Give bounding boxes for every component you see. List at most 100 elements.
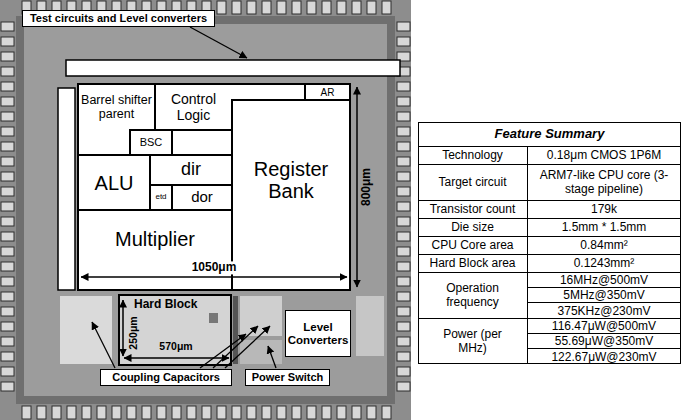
block-label: Level Converters [288, 321, 349, 346]
table-cell: 116.47μW@500mV [527, 319, 681, 334]
bond-pad [37, 406, 46, 419]
dimension-label: 800μm [360, 166, 373, 208]
bond-pad [292, 1, 301, 14]
block-label: etd [155, 193, 166, 202]
bond-pad [397, 172, 410, 181]
dimension-arrow [81, 276, 347, 278]
bond-pad [397, 352, 410, 361]
bond-pad [1, 232, 14, 241]
bond-pad [397, 247, 410, 256]
cpu-core-outline [78, 84, 350, 290]
table-cell: 0.1243mm² [527, 255, 681, 272]
floorplan-block: etd [151, 186, 171, 209]
block-label: Multiplier [115, 228, 195, 250]
table-cell: ARM7-like CPU core (3-stage pipeline) [527, 165, 681, 200]
bond-pad [1, 262, 14, 271]
label-text: Power (per MHz) [436, 328, 509, 354]
block-label: Power Switch [252, 371, 324, 383]
bond-pad [367, 1, 376, 14]
floorplan-block: dor [173, 186, 231, 209]
bond-pad [1, 82, 14, 91]
power-switch [240, 340, 282, 364]
callout-box: Coupling Capacitors [100, 369, 232, 386]
bond-pad [1, 217, 14, 226]
bond-pad [307, 406, 316, 419]
dimension-arrow [122, 300, 124, 356]
floorplan-block: Barrel shifter parent [80, 86, 153, 129]
bond-pad [397, 322, 410, 331]
bond-pad [1, 382, 14, 391]
coupling-capacitor [356, 296, 384, 356]
label-text: 116.47μW@500mV [552, 320, 656, 333]
bond-pad [1, 157, 14, 166]
table-cell: 179k [527, 201, 681, 218]
bond-pad [127, 406, 136, 419]
bond-pad [277, 1, 286, 14]
bond-pad [22, 406, 31, 419]
table-title: Feature Summary [418, 123, 681, 146]
bond-pad [397, 217, 410, 226]
dimension-label: 250μm [128, 314, 140, 351]
block-label: Coupling Capacitors [112, 371, 220, 383]
bond-pad [262, 406, 271, 419]
leader-lines [92, 27, 276, 368]
bond-pad [247, 1, 256, 14]
bond-pad [397, 202, 410, 211]
power-switch-strip [233, 296, 238, 364]
bond-pad [202, 406, 211, 419]
hard-block-pad [209, 313, 218, 323]
table-cell: Die size [418, 219, 527, 236]
bond-pad [1, 22, 14, 31]
bond-pad [1, 367, 14, 376]
bond-pad [397, 157, 410, 166]
dimension-label: 1050μm [190, 261, 239, 274]
bond-pad [397, 277, 410, 286]
floorplan-block: Control Logic [157, 86, 230, 129]
bond-pad [1, 172, 14, 181]
bond-pad [1, 322, 14, 331]
bond-pad [1, 352, 14, 361]
bond-pad [397, 22, 410, 31]
label-text: 250μm [127, 316, 139, 349]
bond-pad [397, 112, 410, 121]
label-text: 1.5mm * 1.5mm [562, 221, 647, 234]
bond-pad [232, 1, 241, 14]
block-label: Hard Block [134, 298, 197, 311]
bond-pad [397, 142, 410, 151]
label-text: 0.1243mm² [574, 257, 635, 270]
block-label: Register Bank [233, 158, 349, 202]
label-text: Target circuit [438, 176, 506, 189]
bond-pad [382, 1, 391, 14]
bond-pad [67, 406, 76, 419]
bond-pad [232, 406, 241, 419]
bond-pad [1, 127, 14, 136]
block-label: ALU [95, 172, 134, 194]
bond-pad [172, 406, 181, 419]
block-label: Control Logic [157, 92, 230, 123]
table-cell: 16MHz@500mV [527, 273, 681, 288]
callout-box: Power Switch [245, 369, 330, 386]
bond-pad [397, 307, 410, 316]
bond-pad [1, 247, 14, 256]
label-text: 16MHz@500mV [560, 274, 648, 287]
label-text: 179k [591, 203, 617, 216]
bond-pad [1, 292, 14, 301]
table-cell: 375KHz@230mV [527, 304, 681, 319]
table-cell: 5MHz@350mV [527, 288, 681, 303]
level-converter-box: Level Converters [285, 310, 351, 357]
label-text: Hard Block area [429, 257, 515, 270]
bond-pad [1, 67, 14, 76]
bond-pad [187, 406, 196, 419]
block-label: AR [321, 87, 335, 98]
table-cell: CPU Core area [418, 237, 527, 254]
bond-pad [277, 406, 286, 419]
label-text: 800μm [359, 168, 373, 206]
label-text: 570μm [159, 340, 192, 352]
coupling-capacitor [240, 296, 282, 336]
bond-pad [337, 406, 346, 419]
bond-pad [1, 277, 14, 286]
floorplan-block: AR [306, 85, 349, 99]
bond-pad [397, 82, 410, 91]
label-text: Technology [442, 149, 503, 162]
